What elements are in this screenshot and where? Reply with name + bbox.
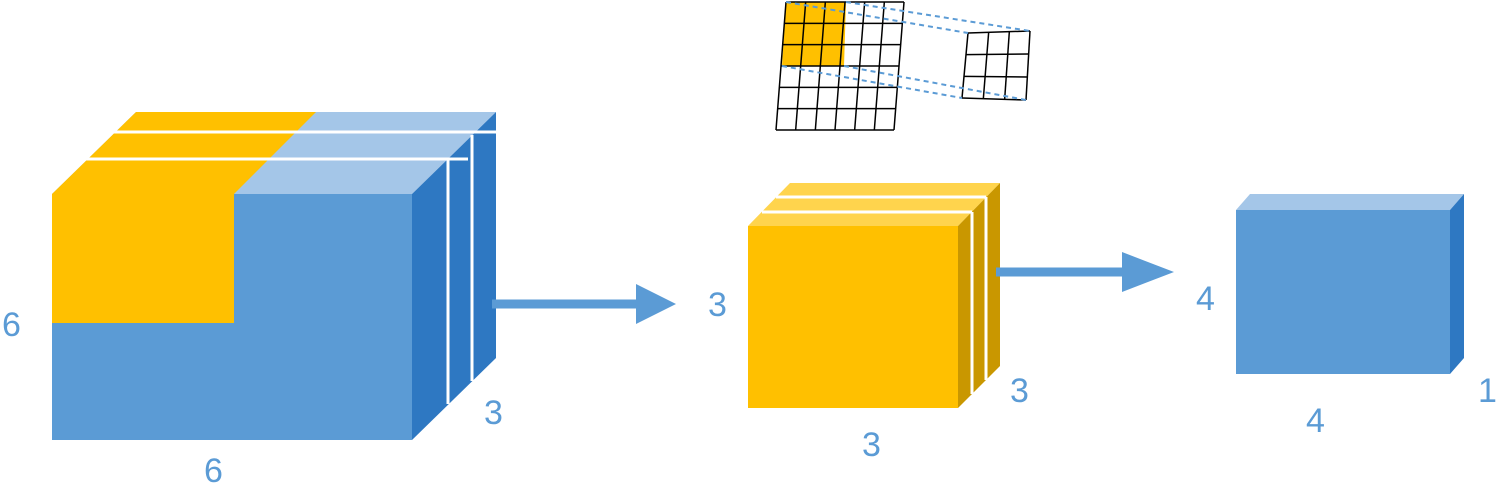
kernel-depth-label: 3 <box>1010 372 1029 410</box>
inset-input-grid <box>775 1 905 131</box>
inset-projection-line <box>781 65 963 99</box>
input-volume <box>52 112 496 440</box>
input-height-label: 6 <box>2 306 21 344</box>
grid-line <box>963 75 1028 78</box>
output-volume <box>1236 194 1464 374</box>
output-height-label: 4 <box>1196 280 1215 318</box>
input-depth-label: 3 <box>484 394 503 432</box>
grid-line <box>961 32 969 99</box>
kernel-top-face <box>748 183 1000 226</box>
inset-projection-line <box>785 1 969 34</box>
kernel-volume <box>748 183 1000 408</box>
output-width-label: 4 <box>1306 402 1325 440</box>
inset-window-highlight <box>782 2 846 66</box>
convolution-grid-inset <box>775 1 1031 131</box>
input-width-label: 6 <box>204 452 223 490</box>
output-top-face <box>1236 194 1464 210</box>
inset-projection-line <box>845 1 1031 32</box>
inset-output-grid <box>961 30 1031 101</box>
grid-line <box>1025 30 1031 101</box>
kernel-side-face <box>958 183 1000 408</box>
kernel-height-label: 3 <box>708 286 727 324</box>
input-window-front <box>52 194 234 323</box>
kernel-width-label: 3 <box>862 426 881 464</box>
output-depth-label: 1 <box>1478 372 1497 410</box>
grid-line <box>982 32 990 99</box>
arrow-input-to-kernel <box>492 284 676 324</box>
grid-line <box>1003 31 1011 100</box>
grid-line <box>967 30 1031 34</box>
grid-line <box>965 53 1029 56</box>
grid-line <box>893 1 905 131</box>
arrow-kernel-to-output <box>996 252 1174 292</box>
input-side-face <box>412 112 496 440</box>
output-side-face <box>1450 194 1464 374</box>
grid-line <box>961 97 1027 101</box>
output-front-face <box>1236 210 1450 374</box>
inset-projection-line <box>843 65 1027 101</box>
kernel-front-face <box>748 226 958 408</box>
grid-line <box>873 1 886 131</box>
